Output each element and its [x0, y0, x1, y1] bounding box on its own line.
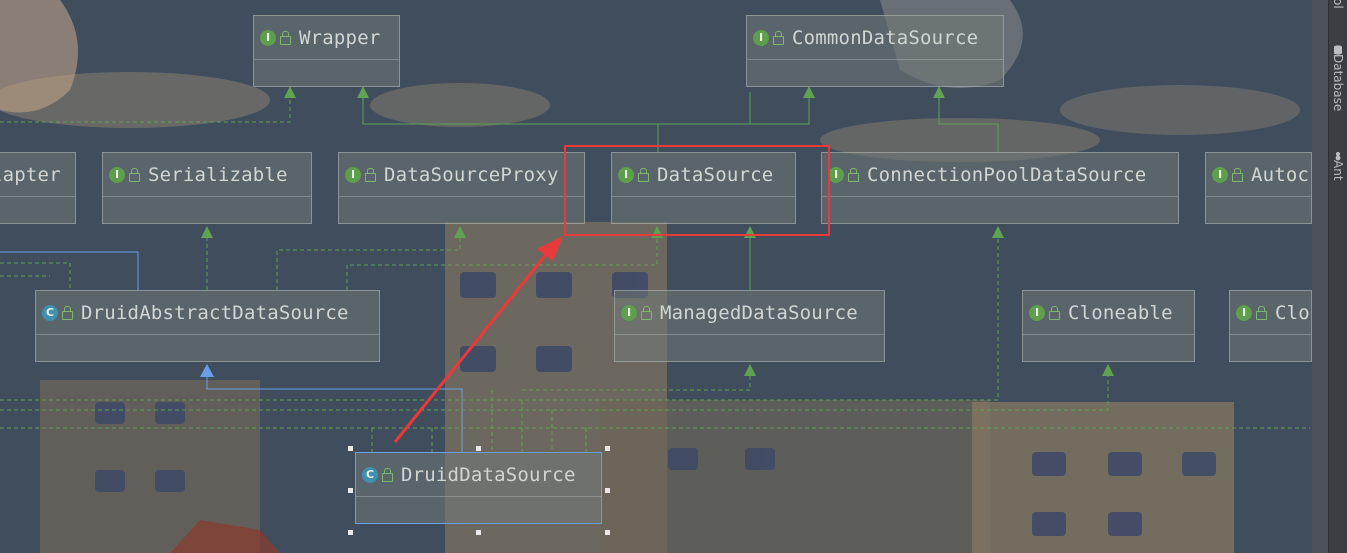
node-connection-pool-data-source[interactable]: I ConnectionPoolDataSource — [821, 152, 1179, 224]
resize-handle[interactable] — [605, 488, 610, 493]
lock-icon — [382, 468, 393, 482]
tool-window-bar: ol Database Ant — [1328, 0, 1347, 553]
lock-icon — [1049, 306, 1060, 320]
node-adapter[interactable]: lapter — [0, 152, 76, 224]
interface-icon: I — [260, 29, 276, 46]
node-managed-data-source[interactable]: I ManagedDataSource — [614, 290, 885, 362]
node-label: CommonDataSource — [792, 26, 979, 49]
database-icon — [1333, 40, 1343, 55]
highlight-box — [564, 145, 830, 236]
node-autoc[interactable]: I Autoc — [1205, 152, 1312, 224]
lock-icon — [365, 168, 376, 182]
side-tab-database[interactable]: Database — [1331, 54, 1345, 112]
lock-icon — [773, 31, 784, 45]
node-common-data-source[interactable]: I CommonDataSource — [746, 15, 1004, 87]
lock-icon — [638, 168, 649, 182]
scrollbar-track[interactable] — [1312, 0, 1328, 553]
resize-handle[interactable] — [605, 530, 610, 535]
resize-handle[interactable] — [476, 446, 481, 451]
node-label: Cloneable — [1068, 301, 1173, 324]
interface-icon: I — [1212, 166, 1228, 183]
class-icon: C — [42, 304, 58, 321]
node-label: DataSourceProxy — [384, 163, 559, 186]
lock-icon — [1232, 168, 1243, 182]
node-label: ConnectionPoolDataSource — [867, 163, 1147, 186]
node-wrapper[interactable]: I Wrapper — [253, 15, 400, 87]
node-label: Wrapper — [299, 26, 381, 49]
node-data-source-proxy[interactable]: I DataSourceProxy — [338, 152, 585, 224]
resize-handle[interactable] — [348, 446, 353, 451]
node-label: Clo — [1275, 301, 1310, 324]
side-tab-ant[interactable]: Ant — [1331, 160, 1345, 181]
interface-icon: I — [828, 166, 844, 183]
node-data-source[interactable]: I DataSource — [611, 152, 796, 224]
node-label: DataSource — [657, 163, 774, 186]
node-serializable[interactable]: I Serializable — [102, 152, 312, 224]
ant-icon — [1333, 146, 1343, 161]
resize-handle[interactable] — [348, 488, 353, 493]
node-label: lapter — [0, 163, 61, 186]
lock-icon — [62, 306, 73, 320]
interface-icon: I — [753, 29, 769, 46]
node-druid-data-source[interactable]: C DruidDataSource — [355, 452, 602, 524]
lock-icon — [129, 168, 140, 182]
interface-icon: I — [1236, 304, 1252, 321]
node-druid-abstract-data-source[interactable]: C DruidAbstractDataSource — [35, 290, 380, 362]
interface-icon: I — [618, 166, 634, 183]
resize-handle[interactable] — [476, 530, 481, 535]
node-label: Serializable — [148, 163, 288, 186]
interface-icon: I — [1029, 304, 1045, 321]
lock-icon — [641, 306, 652, 320]
interface-icon: I — [109, 166, 125, 183]
node-label: ManagedDataSource — [660, 301, 858, 324]
class-icon: C — [362, 466, 378, 483]
interface-icon: I — [345, 166, 361, 183]
resize-handle[interactable] — [605, 446, 610, 451]
lock-icon — [848, 168, 859, 182]
side-tab-fragment[interactable]: ol — [1331, 0, 1345, 9]
node-clo[interactable]: I Clo — [1229, 290, 1312, 362]
node-label: DruidDataSource — [401, 463, 576, 486]
node-cloneable[interactable]: I Cloneable — [1022, 290, 1195, 362]
node-label: DruidAbstractDataSource — [81, 301, 349, 324]
lock-icon — [280, 31, 291, 45]
resize-handle[interactable] — [348, 530, 353, 535]
interface-icon: I — [621, 304, 637, 321]
lock-icon — [1256, 306, 1267, 320]
node-label: Autoc — [1251, 163, 1310, 186]
